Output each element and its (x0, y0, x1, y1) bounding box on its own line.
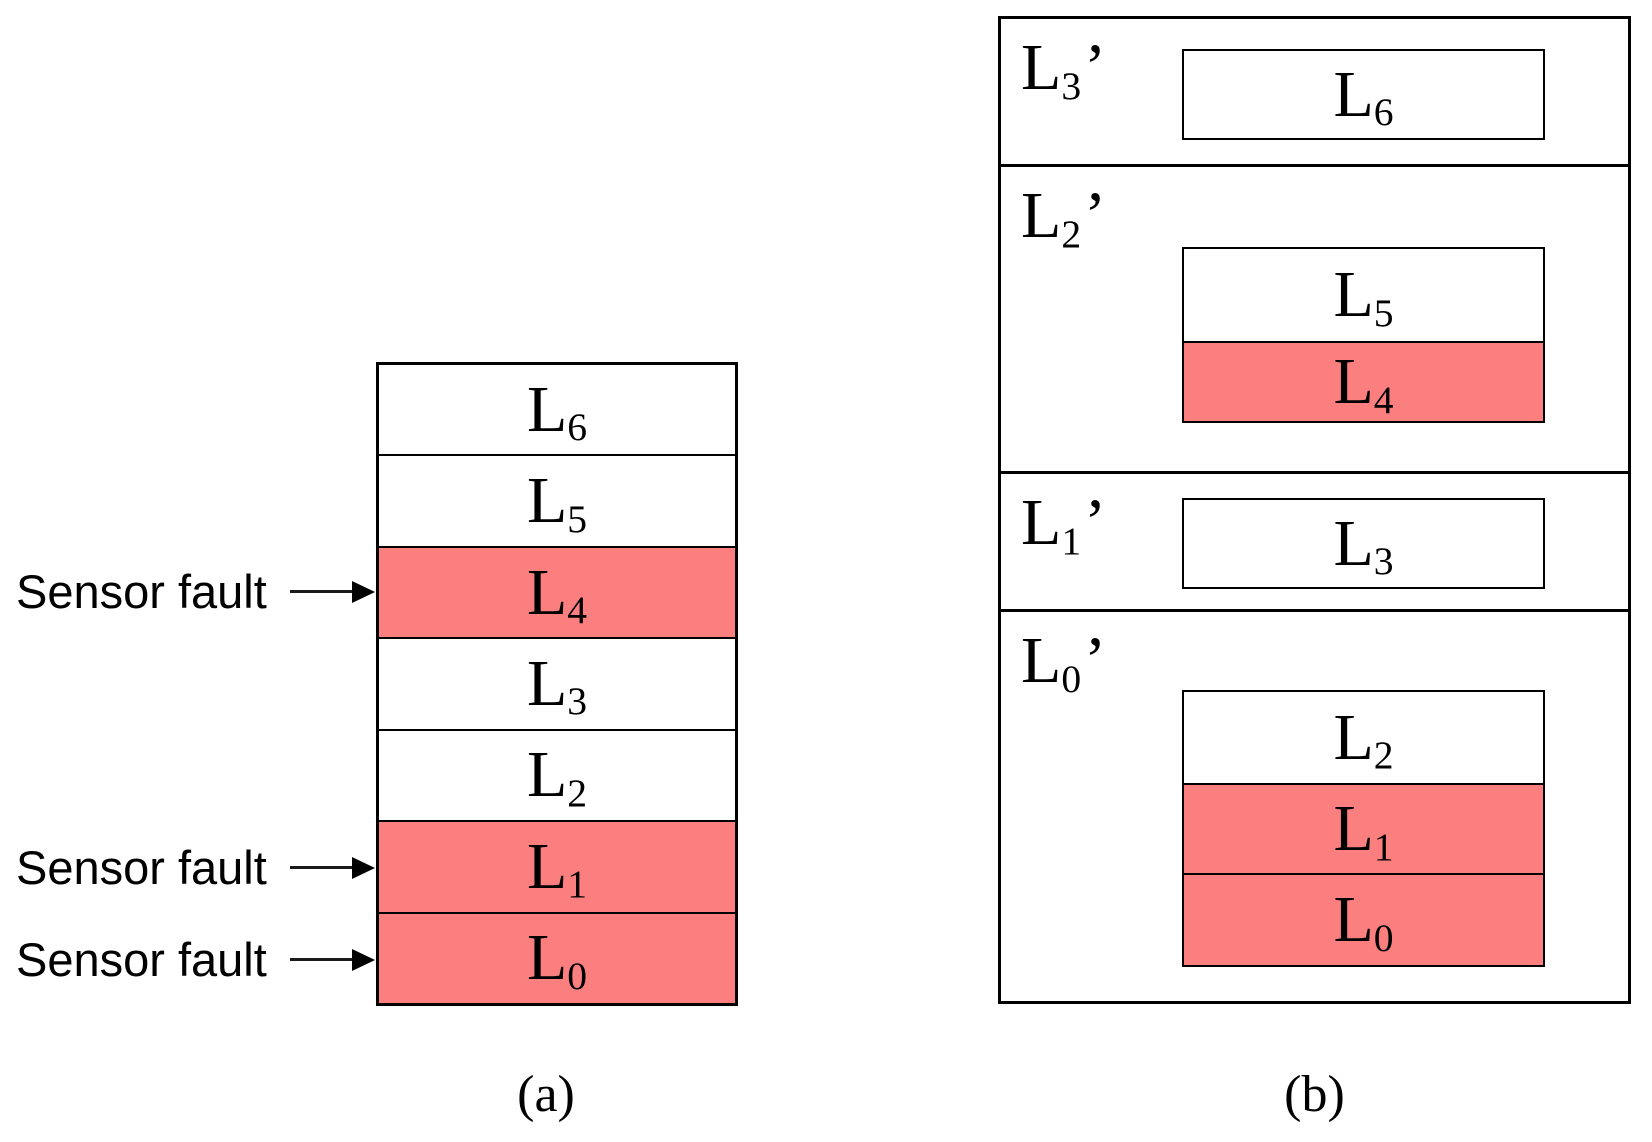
section-l0-prime: L0’ L2 L1 L0 (1001, 609, 1628, 1001)
fault-arrow-l0 (290, 958, 354, 961)
fault-label-l1: Sensor fault (16, 841, 267, 894)
arrow-right-icon (352, 581, 375, 603)
layer-label-l1: L1 (526, 829, 588, 907)
inner-label-l0: L0 (1333, 883, 1394, 960)
inner-box-l6: L6 (1182, 49, 1545, 140)
section-label-l0-prime: L0’ (1021, 624, 1107, 701)
inner-label-l2: L2 (1333, 700, 1394, 777)
inner-layer-l4-fault: L4 (1184, 341, 1543, 421)
caption-a: (a) (517, 1066, 575, 1123)
inner-box-l2-l1-l0: L2 L1 L0 (1182, 690, 1545, 967)
section-l3-prime: L3’ L6 (1001, 19, 1628, 164)
panel-a-layer-stack: L6 L5 L4 L3 L2 L1 L0 (376, 362, 738, 1006)
fault-label-l4: Sensor fault (16, 565, 267, 618)
inner-label-l1: L1 (1333, 792, 1394, 869)
inner-layer-l3: L3 (1184, 500, 1543, 587)
layer-label-l6: L6 (526, 372, 588, 450)
layer-label-l2: L2 (526, 738, 588, 815)
arrow-right-icon (352, 949, 375, 971)
layer-box-l0-fault: L0 (379, 911, 735, 1003)
inner-layer-l2: L2 (1184, 692, 1543, 783)
inner-box-l3: L3 (1182, 498, 1545, 589)
layer-box-l4-fault: L4 (379, 545, 735, 638)
inner-layer-l0-fault: L0 (1184, 873, 1543, 965)
fault-arrow-l4 (290, 590, 354, 593)
section-label-l2-prime: L2’ (1021, 179, 1107, 256)
panel-b-outer-box: L3’ L6 L2’ L5 L4 L1’ (998, 16, 1631, 1004)
inner-layer-l6: L6 (1184, 51, 1543, 138)
inner-label-l4: L4 (1333, 345, 1394, 422)
layer-box-l1-fault: L1 (379, 820, 735, 912)
layer-label-l4: L4 (526, 555, 588, 633)
inner-layer-l5: L5 (1184, 249, 1543, 341)
layer-label-l5: L5 (526, 464, 588, 541)
fault-label-l0: Sensor fault (16, 933, 267, 986)
layer-box-l3: L3 (379, 637, 735, 729)
layer-label-l0: L0 (526, 921, 588, 998)
section-l2-prime: L2’ L5 L4 (1001, 164, 1628, 471)
layer-box-l5: L5 (379, 454, 735, 546)
arrow-right-icon (352, 857, 375, 879)
inner-label-l6: L6 (1333, 57, 1394, 134)
layer-box-l2: L2 (379, 728, 735, 821)
inner-label-l5: L5 (1333, 258, 1394, 335)
inner-layer-l1-fault: L1 (1184, 783, 1543, 873)
layer-label-l3: L3 (526, 646, 588, 724)
fault-arrow-l1 (290, 866, 354, 869)
section-l1-prime: L1’ L3 (1001, 471, 1628, 609)
inner-box-l5-l4: L5 L4 (1182, 247, 1545, 423)
layer-box-l6: L6 (379, 365, 735, 455)
inner-label-l3: L3 (1333, 506, 1394, 583)
caption-b: (b) (1284, 1066, 1345, 1123)
section-label-l3-prime: L3’ (1021, 31, 1107, 108)
section-label-l1-prime: L1’ (1021, 486, 1107, 563)
